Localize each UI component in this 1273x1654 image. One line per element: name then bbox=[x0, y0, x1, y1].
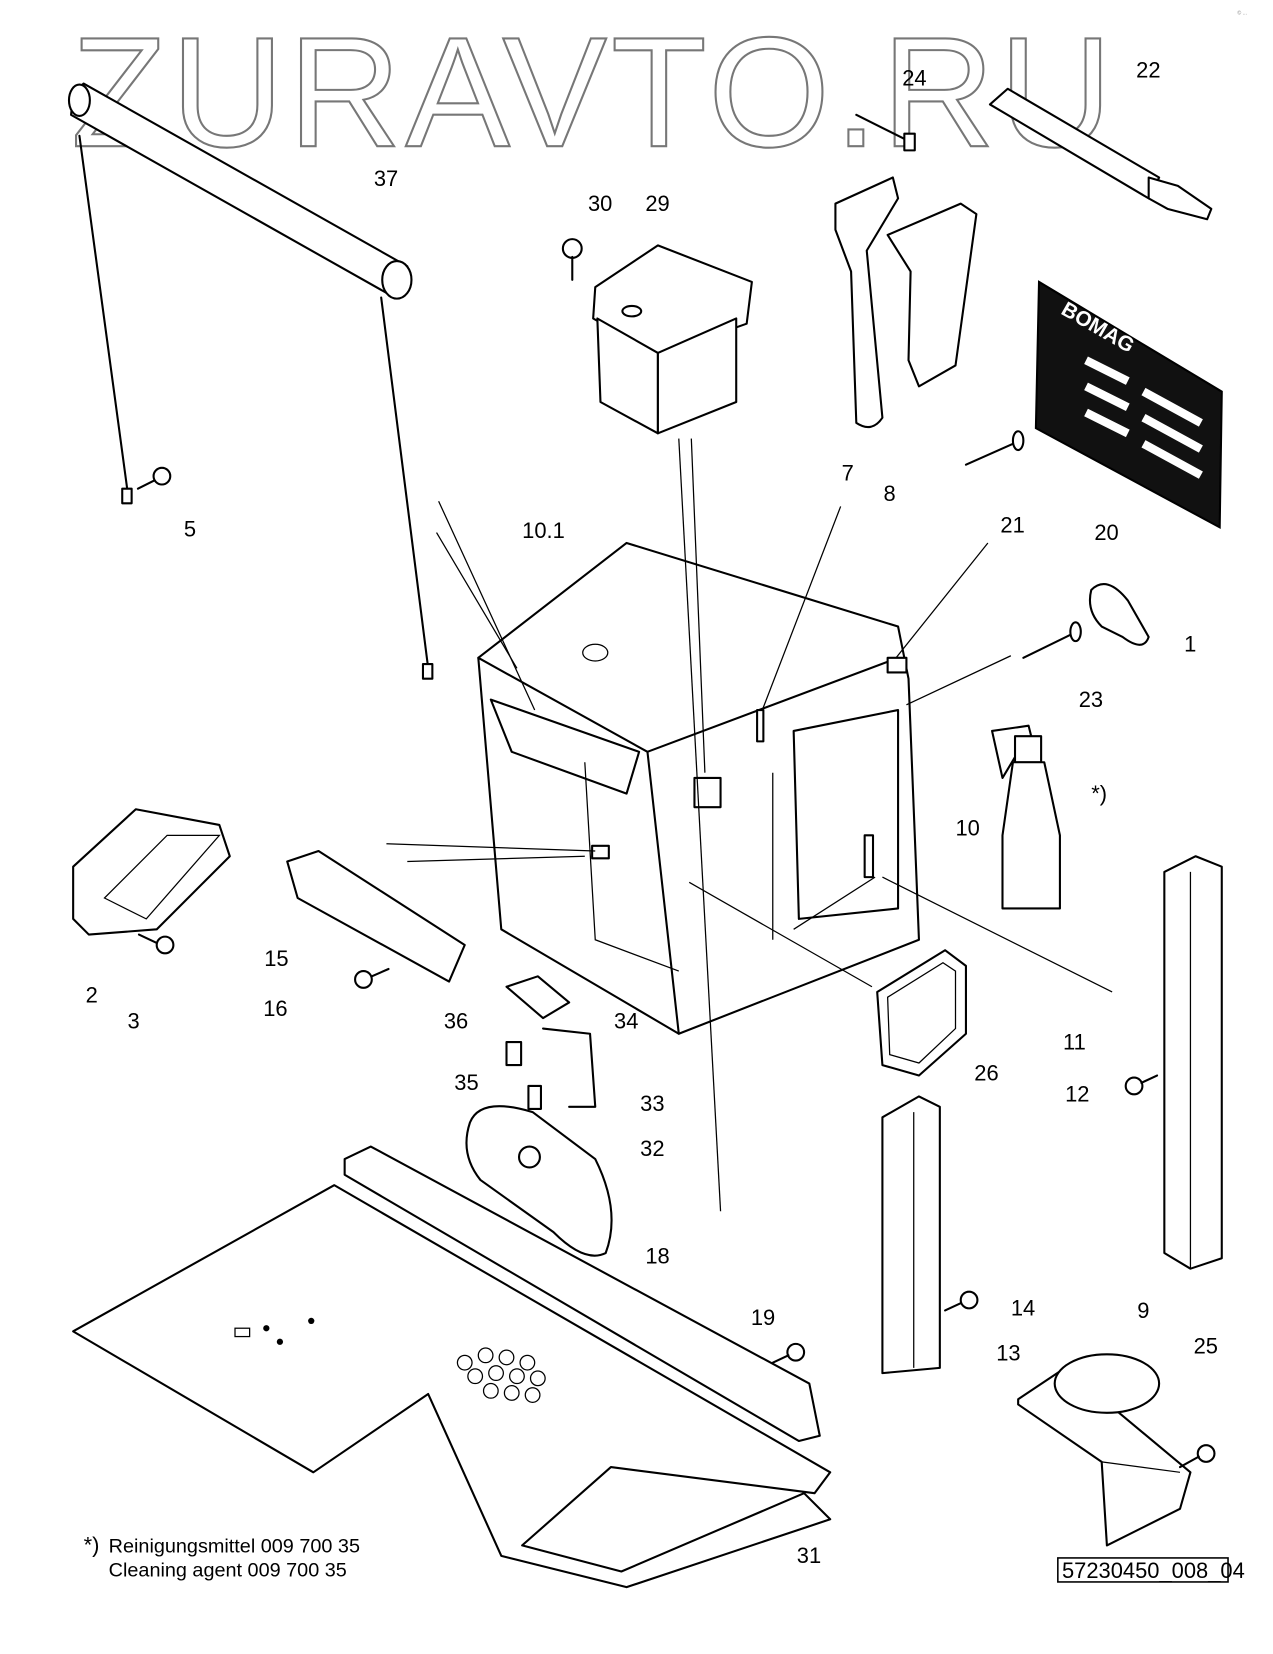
callout-1: 1 bbox=[1184, 632, 1196, 657]
callout-10-1: 10.1 bbox=[522, 518, 565, 543]
rivet-23 bbox=[1022, 621, 1082, 659]
window-seal-part bbox=[876, 949, 967, 1077]
callout-20: 20 bbox=[1094, 520, 1118, 545]
screw-25 bbox=[1178, 1444, 1216, 1469]
interior-lamp-part bbox=[72, 808, 231, 936]
floor-strip-part bbox=[343, 1145, 821, 1443]
callout-10: 10 bbox=[956, 815, 980, 840]
rivet-24 bbox=[855, 113, 916, 152]
callout-asterisk: *) bbox=[1091, 781, 1107, 806]
corner-post-13 bbox=[881, 1095, 941, 1375]
callout-15: 15 bbox=[264, 946, 288, 971]
storage-box-part bbox=[592, 244, 753, 435]
callout-33: 33 bbox=[640, 1091, 664, 1116]
leader-lines bbox=[386, 438, 1113, 1212]
rivet-21 bbox=[964, 430, 1025, 466]
handle-part bbox=[834, 176, 978, 429]
callout-19: 19 bbox=[751, 1305, 775, 1330]
screw-16 bbox=[354, 967, 390, 989]
callout-8: 8 bbox=[883, 481, 895, 506]
screw-3 bbox=[137, 933, 175, 955]
drawing-number-box: 57230450_008_04 bbox=[1057, 1557, 1245, 1583]
drawing-number: 57230450_008_04 bbox=[1062, 1558, 1245, 1583]
callout-labels: 37 30 29 24 22 5 7 8 21 20 10.1 1 23 *) … bbox=[86, 57, 1218, 1568]
callout-18: 18 bbox=[645, 1243, 669, 1268]
callout-31: 31 bbox=[797, 1543, 821, 1568]
callout-5: 5 bbox=[184, 517, 196, 542]
cab-frame-part bbox=[477, 541, 920, 1035]
mirror-part bbox=[465, 1105, 613, 1257]
adhesive-tube-part bbox=[988, 87, 1213, 221]
callout-2: 2 bbox=[86, 982, 98, 1007]
callout-14: 14 bbox=[1011, 1296, 1035, 1321]
corner-mark: © ... bbox=[1237, 10, 1247, 17]
footnote-line-en: Cleaning agent 009 700 35 bbox=[109, 1560, 347, 1582]
callout-9: 9 bbox=[1137, 1298, 1149, 1323]
hook-part bbox=[1088, 583, 1150, 646]
callout-36: 36 bbox=[444, 1009, 468, 1034]
callout-29: 29 bbox=[645, 191, 669, 216]
callout-26: 26 bbox=[974, 1061, 998, 1086]
floor-mat-part bbox=[72, 1184, 832, 1589]
type-plate-part: BOMAG bbox=[1034, 280, 1223, 530]
screw-5 bbox=[136, 466, 172, 490]
callout-24: 24 bbox=[902, 66, 926, 91]
callout-23: 23 bbox=[1079, 687, 1103, 712]
screw-12 bbox=[1124, 1074, 1159, 1096]
callout-21: 21 bbox=[1000, 513, 1024, 538]
callout-12: 12 bbox=[1065, 1082, 1089, 1107]
callout-16: 16 bbox=[263, 996, 287, 1021]
footnote-marker: *) bbox=[84, 1533, 100, 1558]
callout-34: 34 bbox=[614, 1009, 638, 1034]
screw-14 bbox=[944, 1290, 979, 1312]
mirror-bracket-part bbox=[505, 975, 597, 1110]
roller-blind-part bbox=[67, 82, 434, 680]
callout-3: 3 bbox=[127, 1009, 139, 1034]
callout-32: 32 bbox=[640, 1136, 664, 1161]
mat-holes bbox=[234, 1317, 546, 1403]
footnote-line-de: Reinigungsmittel 009 700 35 bbox=[109, 1536, 360, 1558]
screw-19 bbox=[771, 1342, 806, 1364]
cover-strip-part bbox=[286, 849, 466, 983]
callout-22: 22 bbox=[1136, 57, 1160, 82]
screw-30 bbox=[561, 238, 583, 281]
callout-35: 35 bbox=[454, 1070, 478, 1095]
bottle-holder-part bbox=[1017, 1353, 1192, 1547]
watermark: ZURAVTO.RU bbox=[71, 5, 1116, 180]
callout-37: 37 bbox=[374, 166, 398, 191]
spray-bottle-part bbox=[991, 724, 1061, 910]
callout-7: 7 bbox=[842, 460, 854, 485]
callout-25: 25 bbox=[1194, 1333, 1218, 1358]
callout-11: 11 bbox=[1063, 1029, 1086, 1054]
footnote: *) Reinigungsmittel 009 700 35 Cleaning … bbox=[84, 1533, 360, 1582]
callout-13: 13 bbox=[996, 1341, 1020, 1366]
corner-post-11 bbox=[1163, 855, 1223, 1270]
callout-30: 30 bbox=[588, 191, 612, 216]
